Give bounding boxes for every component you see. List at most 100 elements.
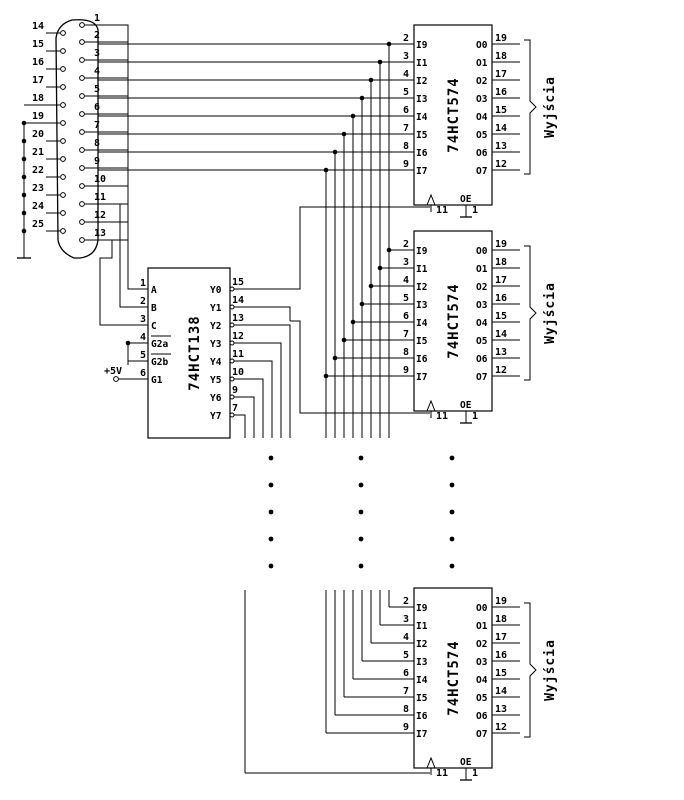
latch-output-number: 13 (495, 141, 507, 152)
decoder-output-label: Y6 (210, 393, 222, 404)
outputs-label: Wyjścia (543, 282, 558, 344)
latch-input-number: 3 (403, 614, 409, 625)
connector-pin (79, 147, 85, 153)
junction-dot (21, 192, 27, 198)
latch-output-label: O1 (476, 58, 488, 69)
latch-output-label: O2 (476, 282, 487, 293)
wire (234, 342, 282, 438)
junction-dot (350, 319, 356, 325)
latch-input-label: I2 (416, 639, 427, 650)
junction-dot (21, 156, 27, 162)
inverted-output-bubble (229, 322, 235, 328)
latch-input-number: 8 (403, 347, 409, 358)
connector-pin (60, 102, 66, 108)
connector-pin (60, 30, 66, 36)
clock-triangle (426, 193, 436, 206)
latch-output-label: O4 (476, 318, 488, 329)
connector-pin (79, 129, 85, 135)
connector-pin-number: 10 (94, 174, 106, 185)
junction-dot (359, 95, 365, 101)
latch-output-label: O5 (476, 130, 488, 141)
latch-output-number: 19 (495, 239, 507, 250)
junction-dot (377, 265, 383, 271)
supply-label-5v: +5V (104, 366, 122, 377)
decoder-chip-74hct138 (147, 267, 231, 439)
decoder-output-label: Y1 (210, 303, 222, 314)
latch-oe-label: OE (460, 194, 472, 205)
connector-pin (79, 93, 85, 99)
latch-chip-name: 74HCT574 (446, 283, 462, 358)
latch-input-number: 5 (403, 650, 409, 661)
latch-output-label: O3 (476, 300, 488, 311)
latch-input-label: I5 (416, 336, 428, 347)
decoder-pin-label: G1 (151, 375, 163, 386)
continuation-dot (268, 563, 274, 569)
latch-output-label: O0 (476, 246, 488, 257)
latch-output-number: 15 (495, 311, 507, 322)
latch-input-number: 8 (403, 141, 409, 152)
latch-clock-pin-number: 11 (436, 768, 448, 779)
latch-chip-name: 74HCT574 (446, 640, 462, 715)
latch-input-number: 6 (403, 668, 409, 679)
latch-input-label: I9 (416, 246, 428, 257)
latch-input-number: 9 (403, 722, 409, 733)
decoder-chip-name: 74HCT138 (187, 315, 203, 390)
continuation-dot (358, 536, 364, 542)
continuation-dot (358, 509, 364, 515)
latch-clock-pin-number: 11 (436, 205, 448, 216)
inverted-output-bubble (229, 304, 235, 310)
latch-oe-label: OE (460, 757, 472, 768)
db25-connector-shell (55, 19, 99, 259)
decoder-pin-label: B (151, 303, 157, 314)
connector-pin-number: 8 (94, 138, 100, 149)
labels: 1234567891011121314151617181920212223242… (32, 13, 558, 779)
wire-to-B (98, 203, 148, 308)
inverted-output-bubble (229, 394, 235, 400)
latch-input-number: 9 (403, 159, 409, 170)
continuation-dot (449, 536, 455, 542)
latch-output-number: 18 (495, 614, 507, 625)
decoder-output-label: Y4 (210, 357, 222, 368)
decoder-pin-label: A (151, 285, 157, 296)
latch-input-label: I1 (416, 58, 428, 69)
connector-pin-number: 20 (32, 129, 44, 140)
latch-output-number: 17 (495, 69, 507, 80)
latch-input-label: I3 (416, 657, 428, 668)
decoder-output-label: Y2 (210, 321, 221, 332)
connector-pin (79, 237, 85, 243)
latch-output-number: 14 (495, 686, 507, 697)
latch-input-number: 8 (403, 704, 409, 715)
connector-pin (60, 138, 66, 144)
connector-pin (60, 156, 66, 162)
latch-output-number: 12 (495, 159, 507, 170)
latch-input-number: 5 (403, 87, 409, 98)
latch-input-number: 2 (403, 596, 409, 607)
latch-output-label: O7 (476, 372, 487, 383)
decoder-output-label: Y7 (210, 411, 221, 422)
latch-input-label: I6 (416, 711, 428, 722)
latch-output-label: O7 (476, 729, 487, 740)
latch-output-label: O7 (476, 166, 487, 177)
clock-triangle (426, 756, 436, 769)
continuation-dot (268, 455, 274, 461)
connector-pin-number: 12 (94, 210, 106, 221)
wire (234, 360, 273, 438)
connector-pin (60, 120, 66, 126)
latch-output-number: 12 (495, 722, 507, 733)
latch-output-label: O5 (476, 336, 488, 347)
junction-dot (21, 120, 27, 126)
connector-pin-number: 13 (94, 228, 106, 239)
latch-input-label: I7 (416, 729, 427, 740)
decoder-pin-number: 3 (140, 314, 146, 325)
wire-strobe-to-A (98, 24, 148, 290)
latch-output-label: O3 (476, 94, 488, 105)
decoder-output-number: 14 (232, 295, 244, 306)
inverted-output-bubble (229, 286, 235, 292)
junction-dot (332, 149, 338, 155)
latch-output-label: O6 (476, 148, 488, 159)
connector-pin-number: 22 (32, 165, 44, 176)
latch-output-number: 15 (495, 105, 507, 116)
connector-pin (79, 75, 85, 81)
latch-clock-pin-number: 11 (436, 411, 448, 422)
